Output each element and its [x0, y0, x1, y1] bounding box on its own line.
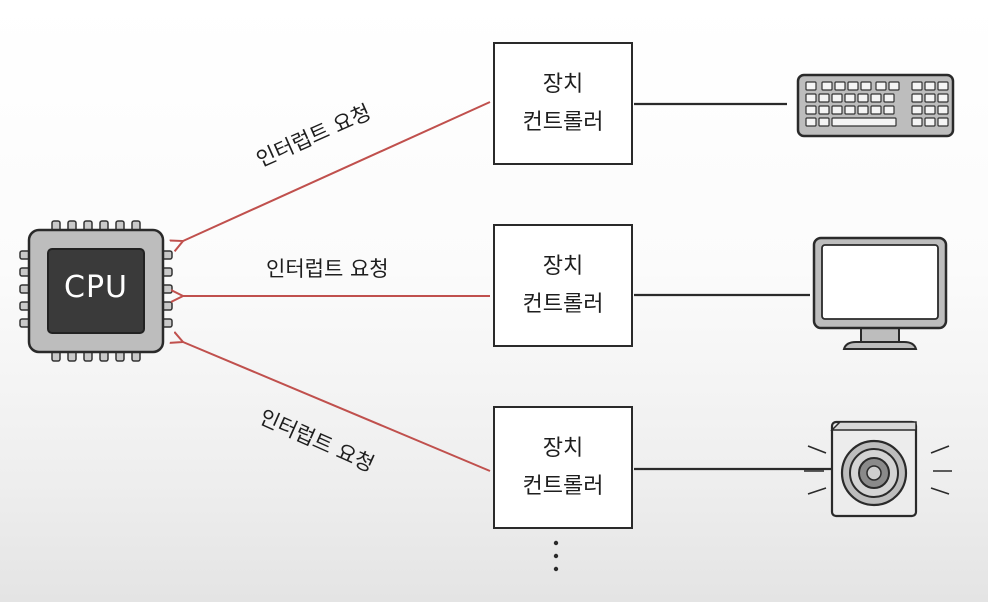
cpu-pins [19, 220, 173, 362]
cpu-label: CPU [64, 270, 128, 305]
device-links [634, 102, 831, 471]
cpu-die [47, 248, 145, 334]
controller-line1: 장치 [542, 435, 584, 461]
interrupt-arrows [183, 101, 491, 472]
controller-line1: 장치 [542, 71, 584, 97]
controller-line2: 컨트롤러 [522, 473, 604, 499]
more-ellipsis [553, 540, 559, 572]
controller-line1: 장치 [542, 253, 584, 279]
controller-line2: 컨트롤러 [522, 109, 604, 135]
interrupt-arrow-1 [183, 101, 491, 241]
keyboard-icon [796, 73, 955, 138]
interrupt-label-2: 인터럽트 요청 [266, 257, 389, 281]
device-controller-1: 장치 컨트롤러 [493, 42, 633, 165]
cpu-chip [19, 220, 173, 362]
device-controller-2: 장치 컨트롤러 [493, 224, 633, 347]
monitor-icon [812, 236, 948, 350]
device-controller-3: 장치 컨트롤러 [493, 406, 633, 529]
interrupt-arrow-3 [183, 342, 491, 472]
speaker-icon [804, 420, 952, 518]
controller-line2: 컨트롤러 [522, 291, 604, 317]
